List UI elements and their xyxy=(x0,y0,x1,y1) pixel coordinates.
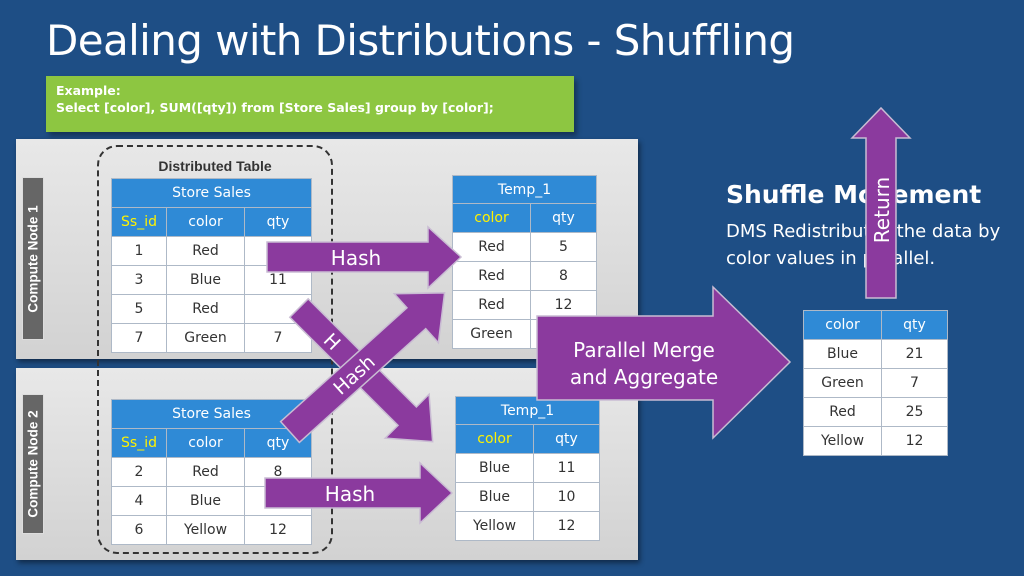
distributed-table-label: Distributed Table xyxy=(158,158,272,174)
table-cell: Blue xyxy=(455,482,534,512)
return-arrow: Return xyxy=(850,106,912,299)
table-row: Red 25 xyxy=(803,397,948,427)
table-cell: Yellow xyxy=(455,511,534,541)
table-title: Store Sales xyxy=(110,399,313,429)
table-row: 6 Yellow 12 xyxy=(111,515,313,545)
hash-arrow-node-2: Hash xyxy=(264,461,454,525)
table-row: Red 8 xyxy=(452,261,597,291)
table-row: Yellow 12 xyxy=(803,426,948,456)
merge-aggregate-arrow: Parallel Merge and Aggregate xyxy=(536,285,792,440)
table-cell: 5 xyxy=(111,294,167,324)
compute-node-1-label: Compute Node 1 xyxy=(22,177,44,340)
table-row: Yellow 12 xyxy=(455,511,600,541)
table-row: Red 12 xyxy=(452,290,597,320)
table-row: Blue 21 xyxy=(803,339,948,369)
table-cell: 2 xyxy=(111,457,167,487)
column-header: qty xyxy=(243,207,313,237)
table-cell: Blue xyxy=(803,339,882,369)
table-cell: 12 xyxy=(881,426,948,456)
table-cell: Red xyxy=(166,236,245,266)
column-header: qty xyxy=(881,310,948,340)
column-header: Ss_id xyxy=(111,207,167,237)
merge-aggregate-line-2: and Aggregate xyxy=(570,365,718,389)
table-cell: 3 xyxy=(111,265,167,295)
temp-table-node-1: Temp_1 color qty Red 5 Red 8 Red 12 Gree… xyxy=(452,175,597,349)
table-cell: Red xyxy=(452,261,531,291)
table-cell: 4 xyxy=(111,486,167,516)
table-cell: Green xyxy=(452,319,531,349)
column-header: qty xyxy=(533,424,600,454)
table-cell: Yellow xyxy=(803,426,882,456)
table-cell: Blue xyxy=(455,453,534,483)
example-box: Example: Select [color], SUM([qty]) from… xyxy=(46,76,574,132)
table-cell: 12 xyxy=(530,290,597,320)
table-cell: 6 xyxy=(111,515,167,545)
table-cell: 7 xyxy=(881,368,948,398)
table-cell: Red xyxy=(452,232,531,262)
table-cell: Blue xyxy=(166,486,245,516)
example-label: Example: xyxy=(56,83,121,98)
table-cell: 21 xyxy=(881,339,948,369)
hash-arrow-node-2-label: Hash xyxy=(325,482,375,506)
compute-node-2-label: Compute Node 2 xyxy=(22,394,44,534)
table-cell: Green xyxy=(166,323,245,353)
table-cell: Red xyxy=(452,290,531,320)
result-table: color qty Blue 21 Green 7 Red 25 Yellow … xyxy=(803,310,948,456)
table-title: Store Sales xyxy=(110,178,313,208)
column-header: qty xyxy=(530,203,597,233)
column-header: color xyxy=(166,207,245,237)
return-arrow-label: Return xyxy=(870,177,894,243)
table-cell: 10 xyxy=(533,482,600,512)
store-sales-table-node-2: Store Sales Ss_id color qty 2 Red 8 4 Bl… xyxy=(110,399,313,545)
table-cell: Green xyxy=(803,368,882,398)
table-row: Green 7 xyxy=(803,368,948,398)
merge-aggregate-line-1: Parallel Merge xyxy=(573,338,715,362)
table-row: 7 Green 7 xyxy=(111,323,313,353)
table-row: Blue 10 xyxy=(455,482,600,512)
table-cell: 5 xyxy=(530,232,597,262)
column-header: color xyxy=(166,428,245,458)
table-cell: Red xyxy=(166,294,245,324)
hash-arrow-node-1: Hash xyxy=(266,225,463,290)
slide-title: Dealing with Distributions - Shuffling xyxy=(46,16,795,65)
temp-table-node-2: Temp_1 color qty Blue 11 Blue 10 Yellow … xyxy=(455,396,600,541)
table-cell: 25 xyxy=(881,397,948,427)
hash-arrow-cross-up: Hash xyxy=(279,292,446,444)
table-cell: 8 xyxy=(530,261,597,291)
table-cell: Red xyxy=(166,457,245,487)
shuffle-heading: Shuffle Movement xyxy=(726,180,982,209)
table-row: Red 5 xyxy=(452,232,597,262)
hash-arrow-node-1-label: Hash xyxy=(331,246,381,270)
table-cell: 7 xyxy=(111,323,167,353)
column-header: color xyxy=(803,310,882,340)
table-cell: 12 xyxy=(533,511,600,541)
table-cell: 12 xyxy=(243,515,313,545)
table-cell: Blue xyxy=(166,265,245,295)
column-header: color xyxy=(455,424,534,454)
example-query: Select [color], SUM([qty]) from [Store S… xyxy=(56,100,494,115)
